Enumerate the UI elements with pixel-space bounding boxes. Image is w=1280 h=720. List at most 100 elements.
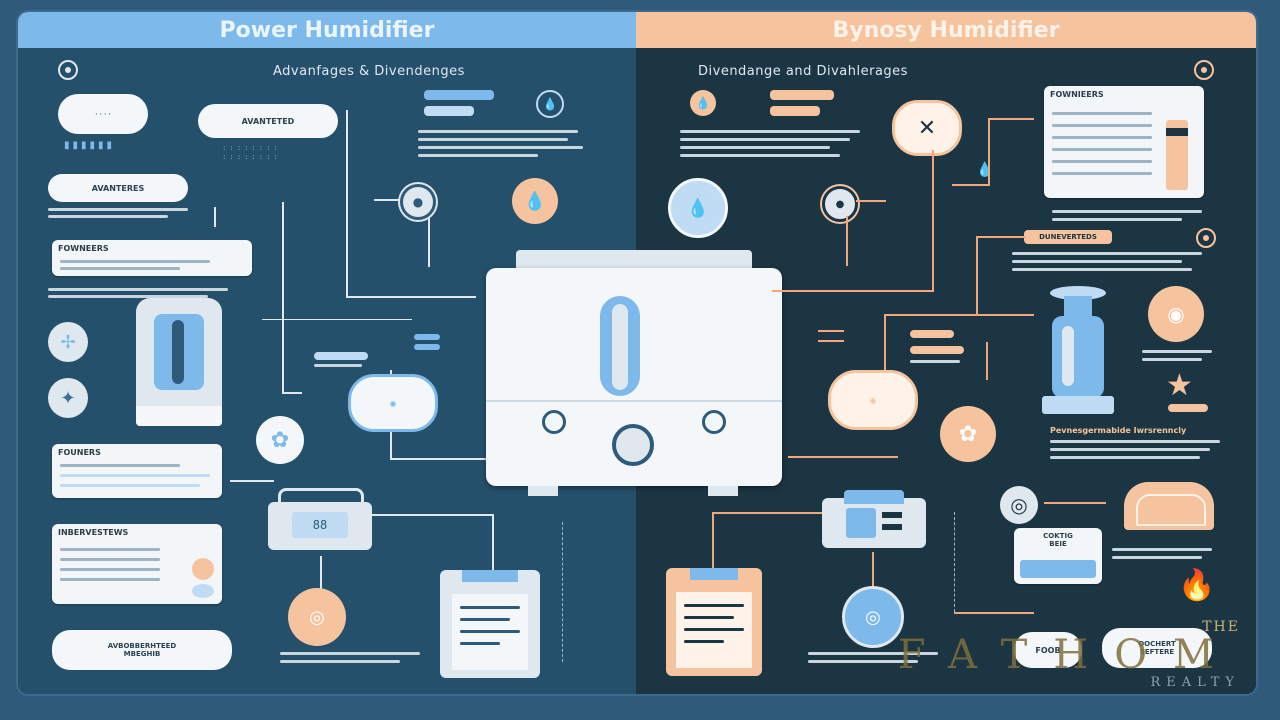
gauge-icon: ◉ [828,370,918,430]
left-header: Power Humidifier [18,12,636,48]
text-line [1052,172,1152,175]
left-cloud-bottom: AVBOBBERHTEED MBEGHIB [52,630,232,670]
humidifier-icon [136,298,222,426]
rain-icon: :::::::::::::::: [223,144,282,161]
dot-icon [192,558,214,580]
fan-icon: ✿ [256,416,304,464]
left-card-1: FOWNEERS [52,240,252,276]
connector [952,184,988,186]
connector [884,314,886,378]
target-icon [1196,228,1216,248]
pill-tag [414,334,440,340]
drop-icon: 💧 [512,178,558,224]
connector [372,514,492,516]
text-line [910,360,960,363]
right-subheading: Divendange and Divahlerages [698,64,908,79]
text-line [280,660,400,663]
text-line [418,138,568,141]
connector [712,512,714,572]
target-icon [1194,60,1214,80]
drop-icon: ● [400,184,436,220]
card-title: COKTIG BEIE [1043,532,1073,548]
text-line [808,660,918,663]
pill-tag [424,106,474,116]
text-line [48,208,188,211]
gauge-icon [1166,120,1188,190]
watermark-logo: THE FATHOM REALTY [898,619,1240,690]
text-line [314,364,362,367]
swirl-icon: ◎ [1000,486,1038,524]
connector [976,236,978,316]
left-card-2: FOUNERS [52,444,222,498]
pill-tag [424,90,494,100]
connector [282,392,302,394]
right-header: Bynosy Humidifier [636,12,1256,48]
connector [976,236,1026,238]
connector [818,340,844,342]
right-card-top: FOWNIEERS [1044,86,1204,198]
connector [954,612,1034,614]
gauge-icon: ◉ [348,374,438,432]
connector [346,110,348,296]
left-cloud-tag: AVANTERES [48,174,188,202]
right-note: Pevnesgermabide Iwrsrenncly [1050,426,1187,435]
text-line [1052,210,1202,213]
text-line [280,652,420,655]
text-line [1012,268,1192,271]
lcd-value: 88 [292,512,348,538]
text-line [680,154,840,157]
humidifier-icon [486,268,782,486]
text-line [1112,548,1212,551]
drop-icon: ◎ [842,586,904,648]
rain-icon: ▮▮▮▮▮▮ [64,140,116,151]
x-icon: ✕ [892,100,962,156]
text-line [808,652,938,655]
text-line [1012,260,1182,263]
connector [492,514,494,574]
fan-icon: ✢ [48,322,88,362]
text-line [418,146,583,149]
text-line [1112,556,1202,559]
text-line [1052,160,1152,163]
connector [712,512,822,514]
text-line [418,130,578,133]
humidifier-foot [528,486,558,496]
text-line [1012,252,1202,255]
connector [856,200,886,202]
dot-icon [192,584,214,598]
text-line [1142,358,1202,361]
text-line [60,267,180,270]
text-line [1052,112,1152,115]
watermark-line2: FATHOM [897,632,1240,678]
connector [374,199,400,201]
connector [818,330,844,332]
card-title: INBERVESTEWS [58,528,129,537]
text-line [48,288,228,291]
heater-icon: ◉ [1148,286,1204,342]
text-line [1050,440,1220,443]
infographic-frame: Power Humidifier Bynosy Humidifier Advan… [18,12,1256,694]
pill-tag [1168,404,1208,412]
text-line [1052,218,1182,221]
text-line [680,146,830,149]
connector [788,456,898,458]
text-line [418,154,538,157]
right-pill: DUNEVERTEDS [1024,230,1112,244]
watermark-line1: THE [1202,619,1240,635]
pill-tag [910,346,964,354]
connector [562,522,563,662]
connector [954,512,955,612]
pill-tag [314,352,368,360]
fan-icon: ✿ [940,406,996,462]
connector [346,296,476,298]
text-line [60,568,160,571]
star-icon: ★ [1166,368,1193,403]
heater-icon [1124,482,1214,530]
humidifier-lid [516,250,752,270]
right-card-small: COKTIG BEIE [1014,528,1102,584]
connector [846,216,848,266]
target-icon [58,60,78,80]
left-cloud-top: AVANTETED [198,104,338,138]
connector [320,556,322,590]
connector [988,118,1034,120]
